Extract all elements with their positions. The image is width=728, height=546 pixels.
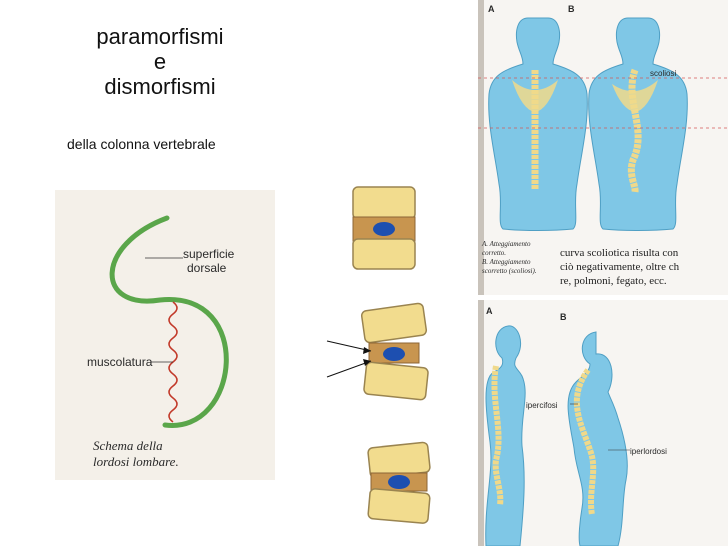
- kyphosis-drawing: A B ipercifosi iperlordosi: [478, 300, 728, 546]
- label-a: A: [488, 4, 495, 14]
- label-kyphosis: ipercifosi: [526, 401, 558, 410]
- caption-a-1: A. Atteggiamento: [481, 240, 531, 248]
- label-surface-1: superficie: [183, 247, 235, 261]
- vertebrae-figure: [325, 175, 455, 525]
- label-a-2: A: [486, 306, 493, 316]
- side-figure-deformed: [567, 331, 628, 546]
- title-line-1: paramorfismi: [96, 24, 224, 49]
- label-muscles: muscolatura: [87, 355, 153, 369]
- side-figure-correct: [485, 325, 526, 546]
- caption-line-1: Schema della: [93, 438, 163, 453]
- label-b: B: [568, 4, 575, 14]
- back-figure-correct: [488, 17, 588, 231]
- caption-line-2: lordosi lombare.: [93, 454, 179, 469]
- label-scoliosis: scoliosi: [650, 69, 676, 78]
- scoliosis-figure: A B scoliosi A. Atteggiamento corretto. …: [478, 0, 728, 295]
- lordosis-schema-drawing: superficie dorsale muscolatura Schema de…: [55, 190, 275, 480]
- slide-title: paramorfismi e dismorfismi: [60, 24, 260, 99]
- scoliosis-drawing: A B scoliosi A. Atteggiamento corretto. …: [478, 0, 728, 295]
- vertebrae-drawing: [326, 186, 431, 524]
- title-line-3: dismorfismi: [104, 74, 216, 99]
- label-lordosis: iperlordosi: [630, 447, 667, 456]
- back-figure-scoliosis: [588, 17, 688, 231]
- lordosis-schema-figure: superficie dorsale muscolatura Schema de…: [55, 190, 275, 480]
- caption-b-1: B. Atteggiamento: [482, 258, 531, 266]
- label-b-2: B: [560, 312, 567, 322]
- kyphosis-figure: A B ipercifosi iperlordosi: [478, 300, 728, 546]
- slide-subtitle: della colonna vertebrale: [67, 136, 216, 152]
- text-line-1: curva scoliotica risulta con: [560, 247, 679, 259]
- vertebra-pair-degenerated: [367, 441, 431, 524]
- caption-a-2: corretto.: [482, 249, 506, 257]
- text-line-3: re, polmoni, fegato, ecc.: [560, 275, 667, 287]
- caption-b-2: scorretto (scoliosi).: [482, 267, 537, 275]
- vertebra-pair-normal: [352, 186, 416, 270]
- text-line-2: ciò negativamente, oltre ch: [560, 261, 680, 273]
- vertebra-pair-herniated: [326, 302, 429, 401]
- title-line-2: e: [153, 49, 167, 74]
- label-surface-2: dorsale: [187, 261, 227, 275]
